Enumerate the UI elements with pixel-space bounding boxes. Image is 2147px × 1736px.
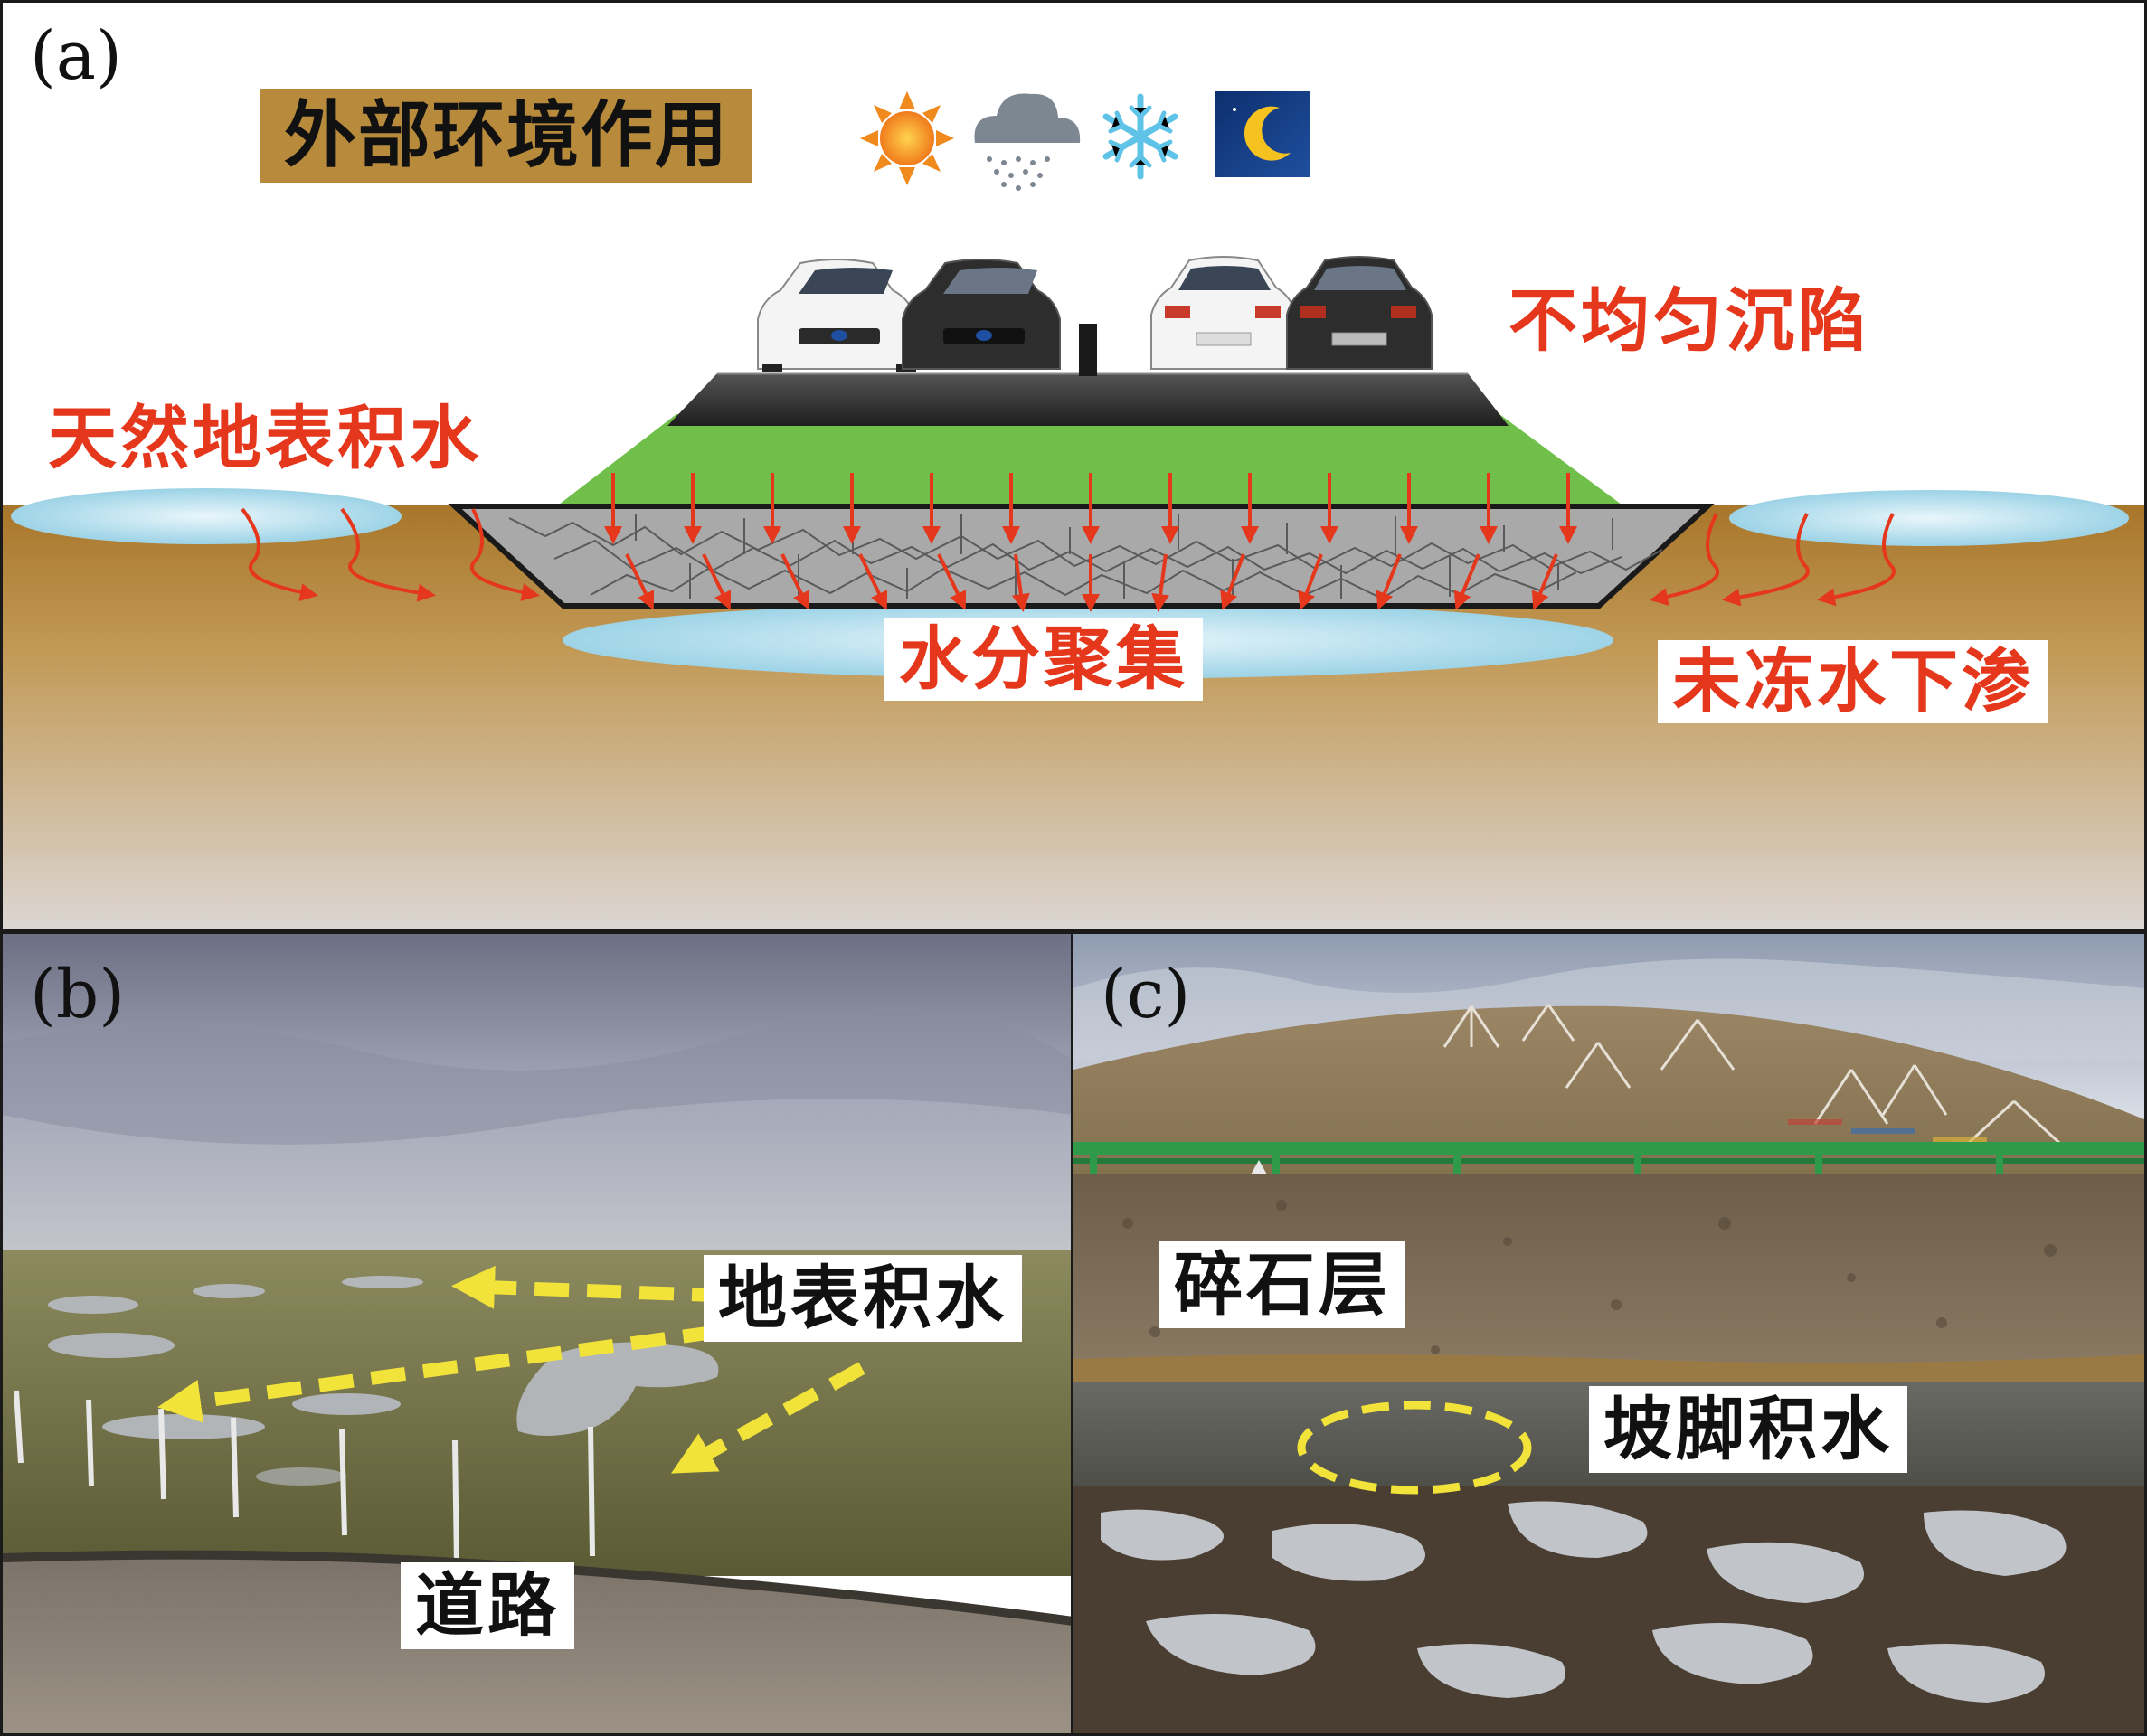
natural-surface-water-label: 天然地表积水 (48, 398, 482, 478)
night-moon-icon (1215, 91, 1310, 177)
road-label: 道路 (401, 1562, 574, 1649)
panel-b-letter: (b) (30, 956, 126, 1033)
guardrail (1074, 1142, 2144, 1196)
slope-toe-water-photo (1074, 934, 2144, 1733)
rain-cloud-icon (974, 93, 1081, 191)
snowflake-icon (1102, 93, 1178, 180)
gravel-layer-label: 碎石层 (1159, 1241, 1405, 1328)
panel-b-photo: (b) 地表积水 道路 (0, 931, 1076, 1736)
car-rear-black-2 (1286, 256, 1433, 370)
road-pavement (667, 373, 1509, 426)
surface-water-photo (3, 934, 1074, 1733)
seepage-arrows (241, 507, 1896, 607)
uneven-settlement-label: 不均匀沉陷 (1509, 280, 1870, 361)
car-front-white-1 (757, 259, 916, 372)
car-front-black-1 (902, 259, 1061, 370)
panel-a-letter: (a) (30, 17, 122, 95)
sun-icon (860, 91, 954, 185)
slope-toe-water-label: 坡脚积水 (1589, 1386, 1907, 1473)
infiltration-arrows (604, 473, 1577, 612)
moisture-accumulation-label: 水分聚集 (884, 618, 1203, 701)
external-environment-title: 外部环境作用 (260, 89, 752, 183)
slope-toe-water-marker (1297, 1401, 1532, 1495)
embankment-fill (559, 414, 1622, 505)
surface-water-label: 地表积水 (704, 1255, 1022, 1342)
unfrozen-water-seepage-label: 未冻水下渗 (1658, 640, 2048, 723)
panel-a-schematic: (a) 外部环境作用 不均匀沉陷 天然地表积水 水分聚集 未冻水下渗 (0, 0, 2147, 931)
road-median-marker (1079, 324, 1097, 376)
panel-c-photo: (c) 碎石层 坡脚积水 (1071, 931, 2147, 1736)
embankment-diagram (3, 91, 2144, 929)
car-rear-white-2 (1150, 256, 1297, 370)
panel-c-letter: (c) (1101, 956, 1191, 1033)
